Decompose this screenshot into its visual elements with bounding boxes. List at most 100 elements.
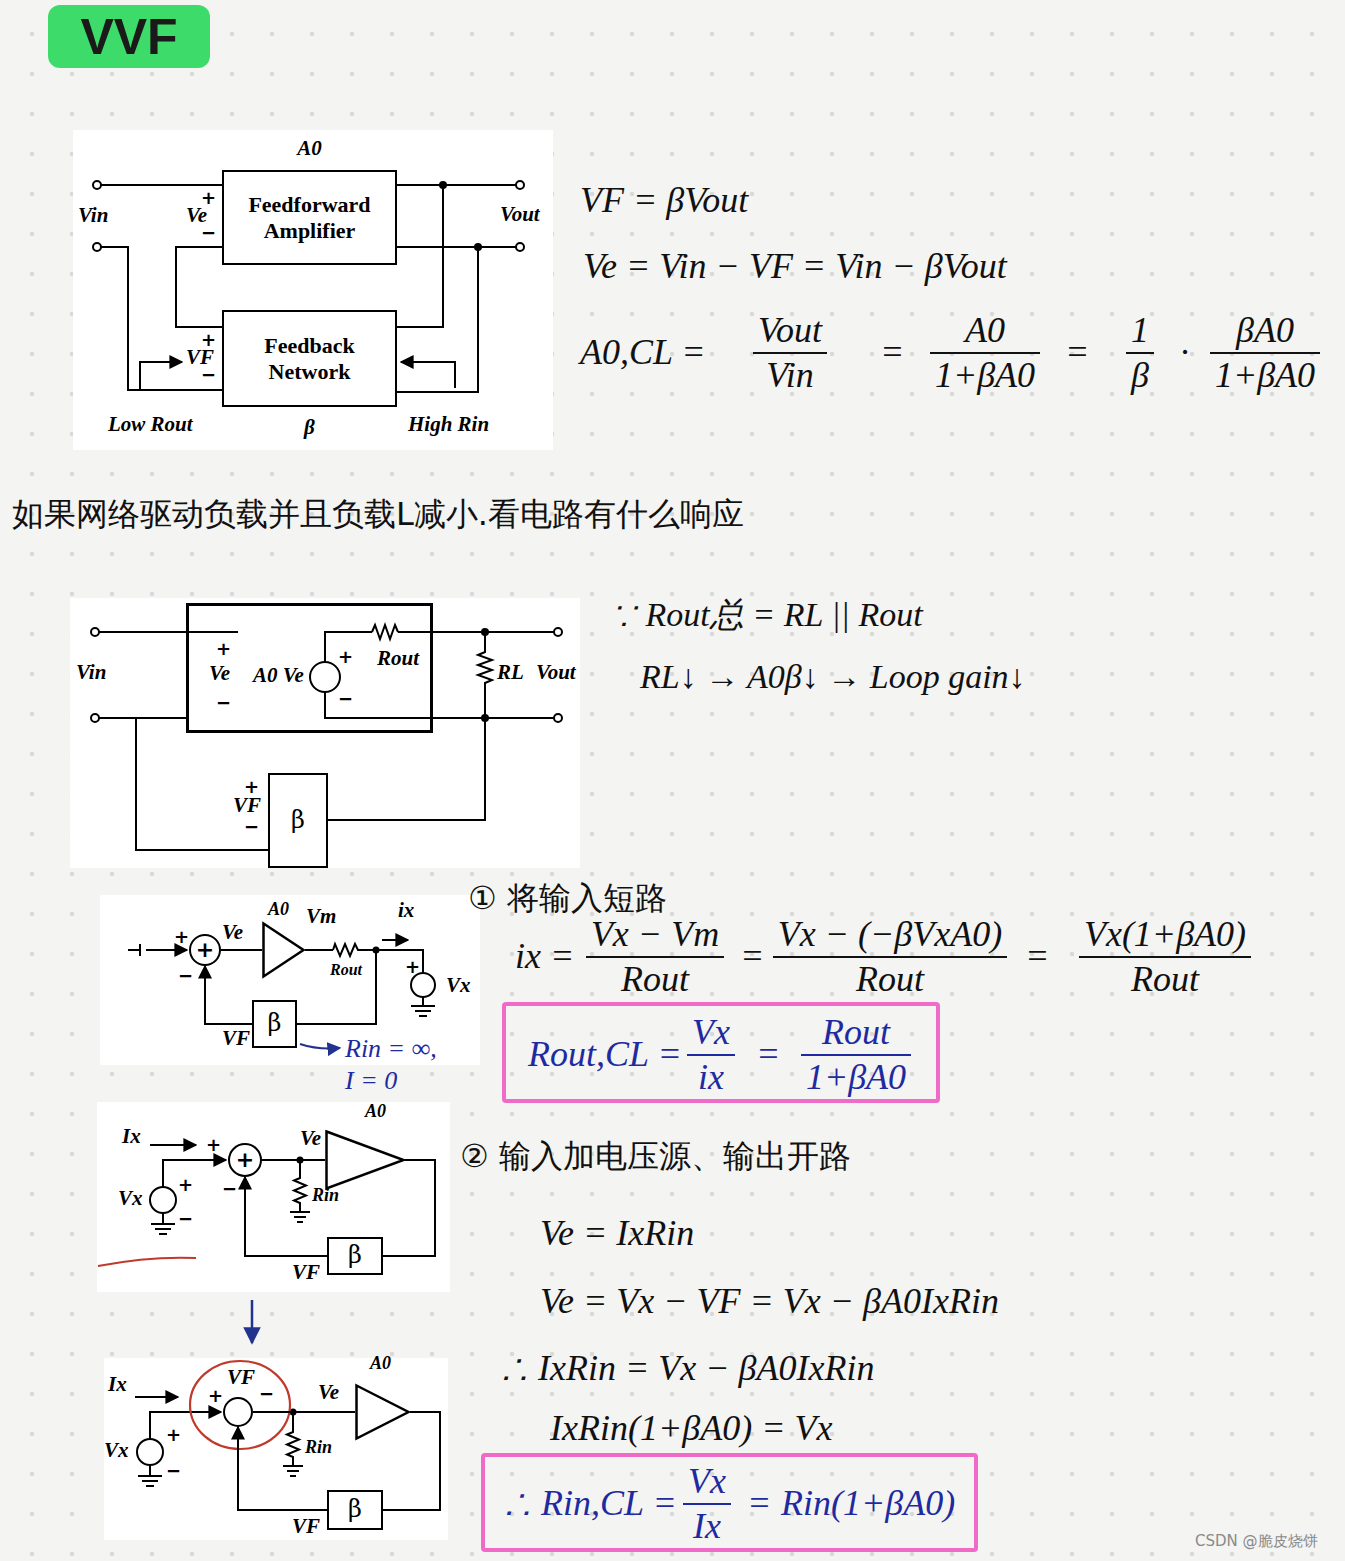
block-box: β	[327, 1490, 383, 1530]
wire	[478, 246, 516, 248]
polarity-sign: +	[405, 958, 420, 976]
signal-label: Rin	[305, 1438, 332, 1456]
resistor-symbol	[287, 1412, 299, 1466]
wire-connector	[383, 1160, 435, 1256]
signal-label: Vx	[446, 975, 471, 996]
formula-text: β	[1131, 357, 1149, 393]
voltage-source	[150, 1187, 176, 1213]
formula-text: Ve = Vin − VF = Vin − βVout	[583, 248, 1007, 284]
polarity-sign: −	[178, 967, 193, 985]
formula-text: ix	[698, 1059, 724, 1095]
signal-label: Vx	[118, 1188, 143, 1209]
figure-panel	[73, 130, 553, 450]
formula-text: Rout	[856, 961, 924, 997]
watermark: CSDN @脆皮烧饼	[1195, 1534, 1318, 1549]
polarity-sign: −	[166, 1462, 181, 1480]
terminal	[91, 714, 99, 722]
ground-symbol	[138, 1465, 162, 1486]
formula-text: Vx(1+βA0)	[1084, 916, 1246, 952]
amplifier-outline	[357, 1386, 409, 1439]
wire-connector	[328, 718, 485, 820]
signal-label: VF	[186, 347, 214, 368]
formula-text: Vout	[758, 312, 822, 348]
signal-label: A0 Ve	[253, 665, 304, 686]
ground-symbol	[283, 1466, 303, 1476]
signal-label: Vm	[306, 906, 336, 927]
title-badge: VVF	[48, 5, 210, 68]
amplifier-outline	[264, 924, 304, 977]
box-label: β	[268, 1010, 282, 1038]
current-arrow	[135, 1396, 178, 1398]
signal-label: Vout	[500, 204, 540, 225]
sum-sign: +	[236, 1149, 254, 1171]
formula-text: Rout	[822, 1014, 890, 1050]
fraction-bar	[930, 352, 1040, 354]
resistor-patch	[333, 942, 363, 958]
wire-connector	[262, 1159, 325, 1161]
block-box: β	[268, 773, 328, 868]
polarity-sign: +	[208, 1387, 223, 1405]
signal-label: A0	[365, 1102, 386, 1120]
signal-label: A0	[370, 1354, 391, 1372]
figure-panel	[70, 598, 580, 868]
voltage-source	[137, 1439, 163, 1465]
figure-panel	[100, 895, 480, 1065]
terminal	[93, 243, 101, 251]
signal-label: Ve	[318, 1382, 339, 1403]
formula-text: Rout	[621, 961, 689, 997]
summing-node: +	[228, 1143, 262, 1177]
note-text: ① 将输入短路	[468, 882, 667, 914]
annotation-text: Rin = ∞,	[345, 1036, 437, 1062]
ground-symbol	[151, 1213, 175, 1234]
wire-connector	[221, 949, 262, 951]
result-box: Rout,CL =Vxix=Rout1+βA0	[502, 1002, 940, 1103]
fraction-bar	[687, 1054, 735, 1056]
signal-label: High Rin	[408, 414, 489, 435]
formula-text: A0,CL =	[580, 334, 706, 370]
voltage-source	[310, 662, 340, 692]
input-terminal	[128, 944, 140, 956]
formula-text: =	[756, 1036, 780, 1072]
polarity-sign: +	[174, 928, 189, 946]
wire	[101, 247, 222, 390]
box-label: Feedback Network	[232, 333, 387, 384]
formula-text: ∴ IxRin = Vx − βA0IxRin	[500, 1350, 874, 1386]
sum-sign: +	[196, 939, 214, 961]
polarity-sign: −	[201, 224, 216, 242]
formula-text: =	[747, 1485, 771, 1521]
wire-connector	[397, 185, 443, 327]
down-arrow	[251, 1300, 254, 1343]
terminal	[554, 714, 562, 722]
formula-text: Rout,CL =	[528, 1036, 682, 1072]
resistor-symbol	[294, 1160, 306, 1212]
wire	[150, 1412, 221, 1439]
voltage-source	[411, 973, 435, 997]
summing-node: +VF−	[223, 1397, 253, 1427]
note-text: 如果网络驱动负载并且负载L减小.看电路有什么响应	[12, 498, 744, 530]
formula-text: Ve = IxRin	[540, 1215, 694, 1251]
polarity-sign: −	[216, 694, 231, 712]
figure-panel	[104, 1358, 448, 1540]
signal-label: Ve	[209, 663, 230, 684]
signal-label: VF	[233, 795, 261, 816]
formula-text: =	[880, 334, 904, 370]
signal-label: β	[224, 417, 395, 438]
polarity-sign: −	[259, 1385, 274, 1403]
signal-label: Rout	[330, 962, 362, 978]
signal-label: Ve	[186, 205, 207, 226]
signal-label: Ix	[122, 1126, 141, 1147]
block-box: Feedback Networkβ	[222, 310, 397, 407]
amplifier-outline	[325, 1130, 405, 1190]
signal-label: Vin	[76, 662, 106, 683]
formula-text: Vin	[766, 357, 813, 393]
block-box: A0Feedforward Amplifier	[222, 170, 397, 265]
formula-text: A0	[965, 312, 1005, 348]
wire-connector	[383, 1412, 440, 1510]
box-label: β	[291, 807, 305, 835]
polarity-sign: +	[178, 1176, 193, 1194]
formula-text: =	[1025, 938, 1049, 974]
wire	[163, 1160, 226, 1187]
junction-dot	[481, 628, 489, 636]
fraction-bar	[586, 956, 724, 958]
polarity-sign: −	[178, 1210, 193, 1228]
